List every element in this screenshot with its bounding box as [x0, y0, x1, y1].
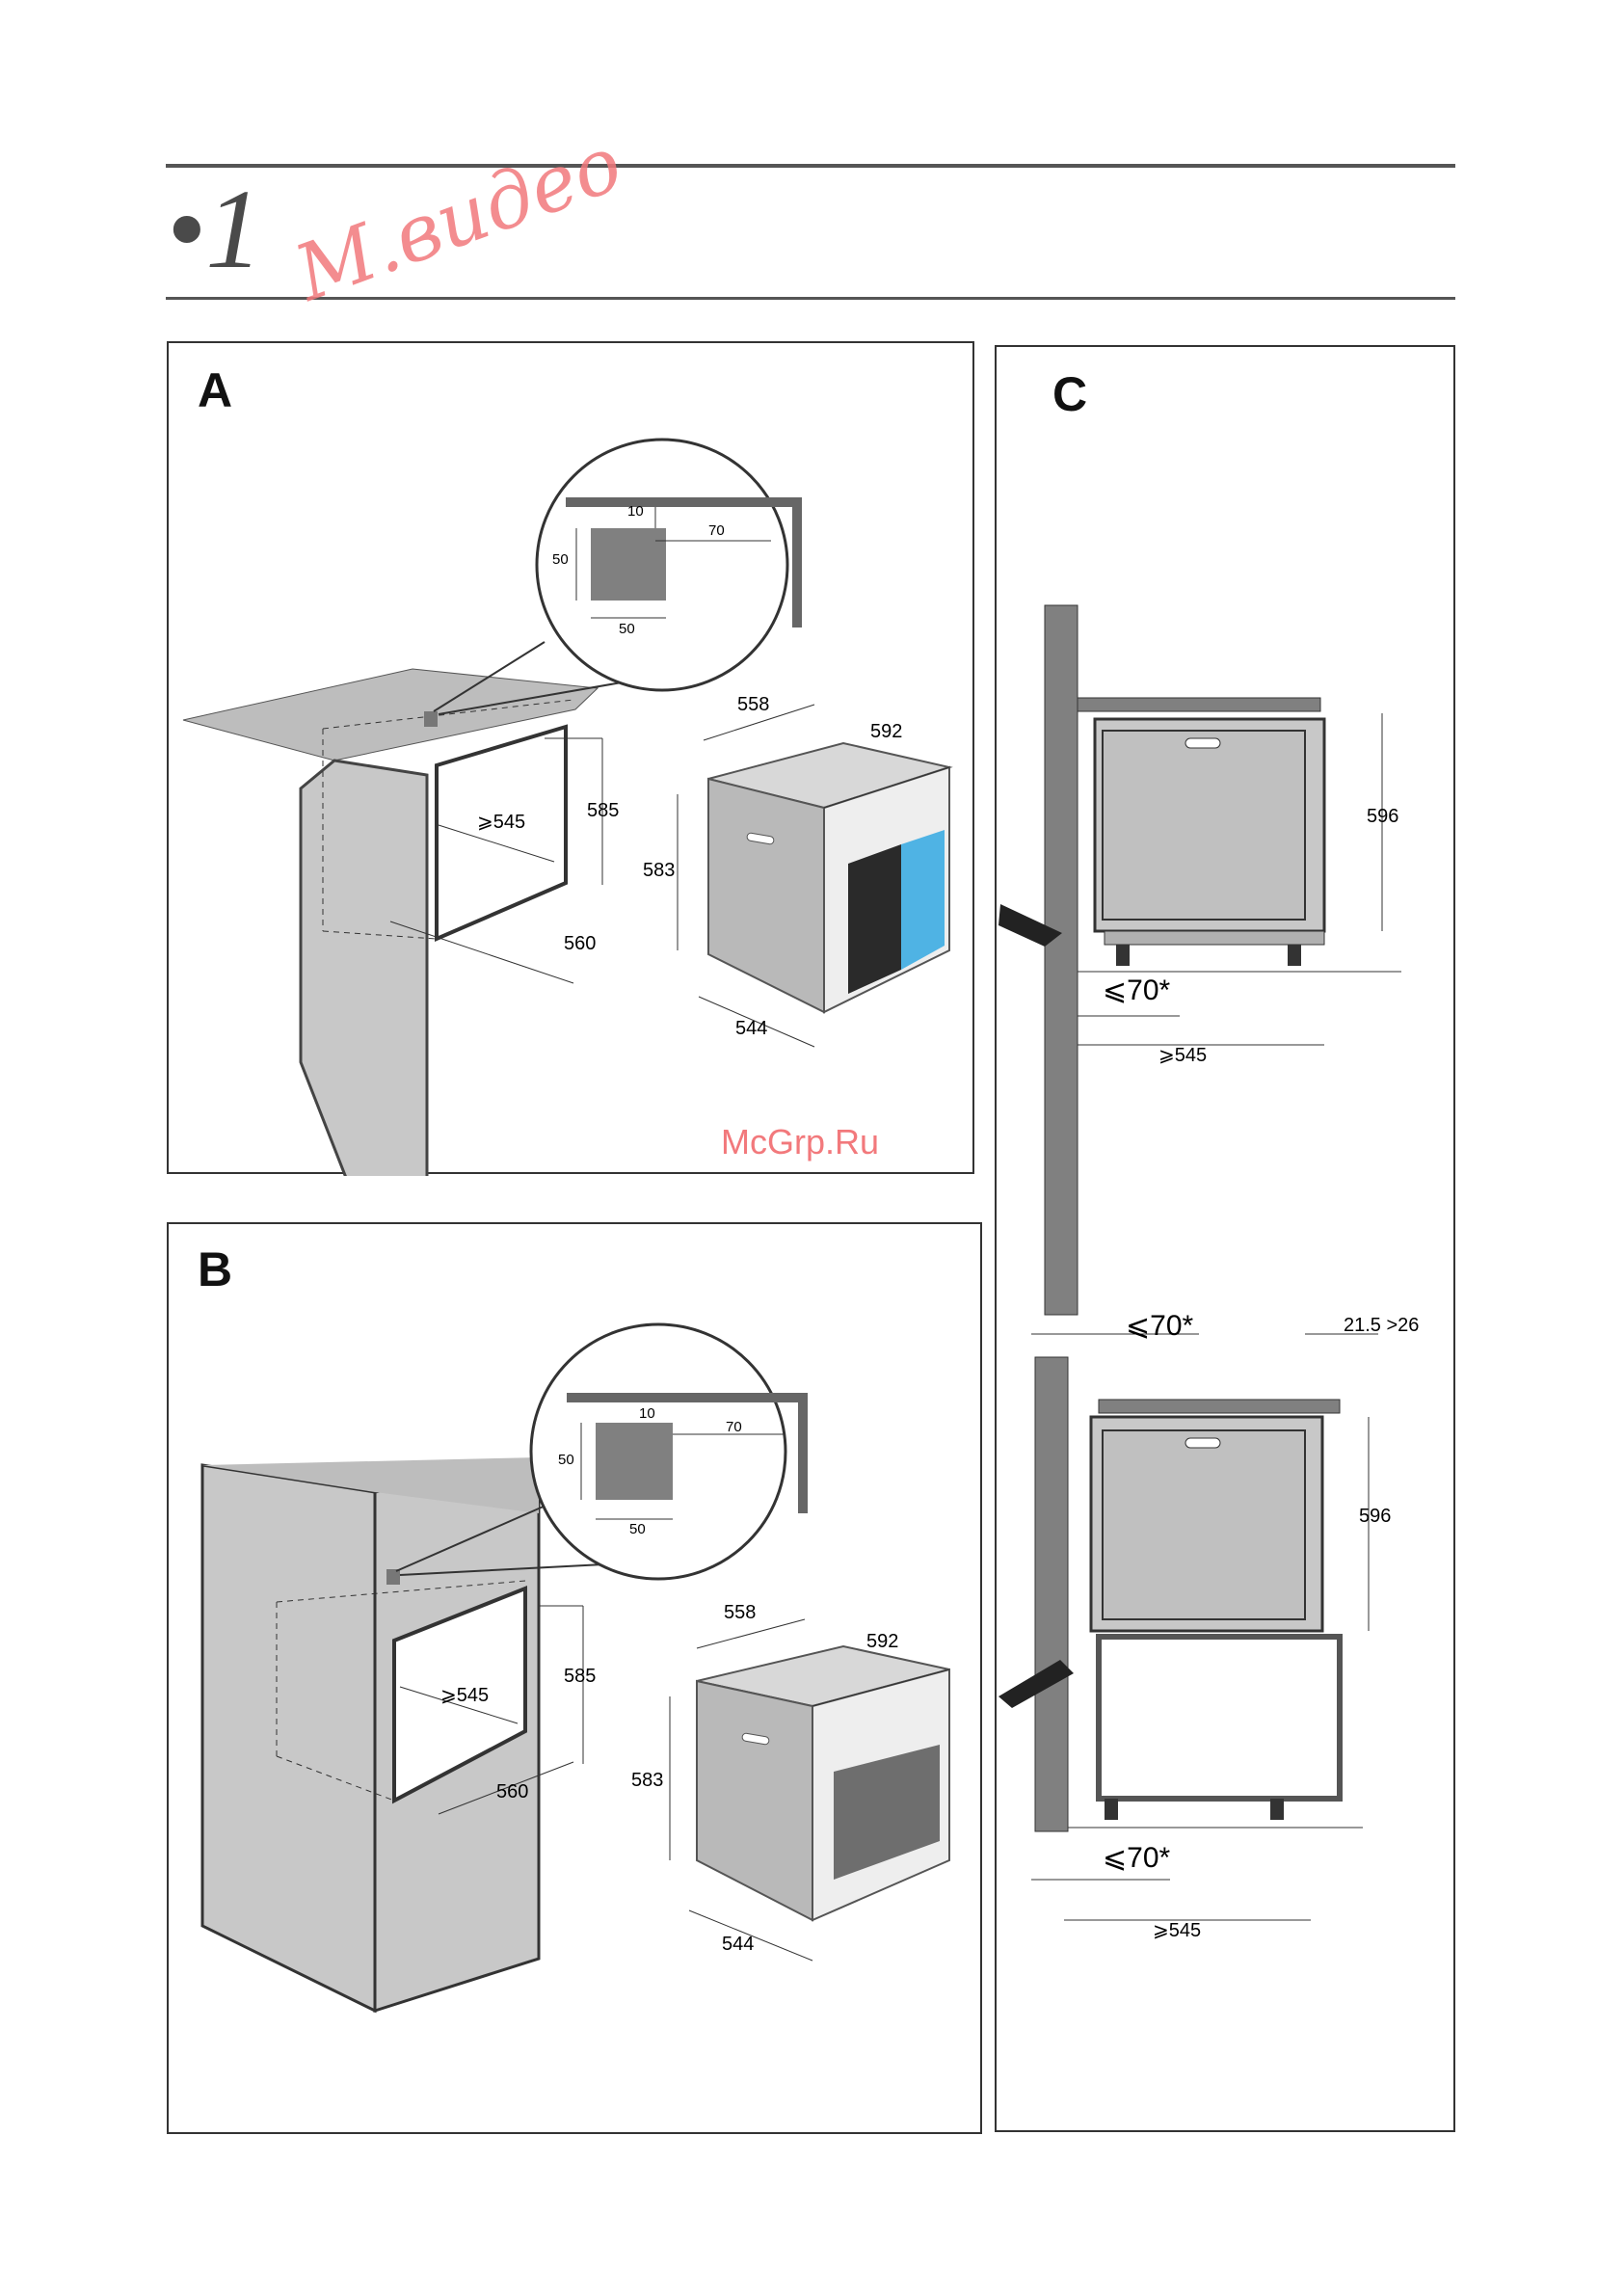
- wall-top: [1045, 605, 1078, 1315]
- section-number: •1: [166, 162, 262, 297]
- a-niche-height: 585: [587, 800, 619, 822]
- oven-side: [697, 1681, 812, 1920]
- vent-block: [424, 711, 438, 727]
- panel-c-diagram: [997, 347, 1457, 2134]
- wall-bottom: [1035, 1357, 1068, 1831]
- detail-vent: [596, 1423, 673, 1500]
- cabinet-side: [301, 761, 427, 1176]
- b-detail-side-gap: 70: [726, 1419, 742, 1435]
- vent-block: [386, 1569, 400, 1585]
- oven-side: [708, 779, 824, 1012]
- oven-glass: [848, 844, 901, 994]
- c-bottom-clearance-bottom: ⩽70*: [1103, 1841, 1170, 1875]
- c-top-clearance: ⩽70*: [1103, 974, 1170, 1007]
- watermark-brand: М.видео: [284, 119, 633, 319]
- c-bottom-clearance-top: ⩽70*: [1126, 1309, 1193, 1343]
- a-niche-depth: ⩾545: [477, 810, 525, 834]
- b-oven-body-width: 544: [722, 1934, 754, 1956]
- panel-c: C ⩽70* 596 ⩾545 ⩽70* 21.5 >26 59: [995, 345, 1455, 2132]
- a-oven-width: 592: [870, 721, 902, 743]
- c-bottom-offset: 21.5 >26: [1344, 1315, 1419, 1337]
- c-bottom-height: 596: [1359, 1506, 1391, 1528]
- oven-door-top: [1103, 731, 1305, 920]
- c-top-depth: ⩾545: [1158, 1043, 1207, 1067]
- b-niche-depth: ⩾545: [440, 1683, 489, 1707]
- a-niche-width: 560: [564, 933, 596, 955]
- b-oven-depth: 558: [724, 1602, 756, 1624]
- a-detail-width: 50: [619, 621, 635, 637]
- tall-cabinet-left: [202, 1465, 375, 2011]
- detail-vent: [591, 528, 666, 601]
- oven-door-bottom: [1103, 1430, 1305, 1619]
- b-niche-height: 585: [564, 1666, 596, 1688]
- b-oven-height: 583: [631, 1770, 663, 1792]
- cabinet-shelf: [1099, 1400, 1340, 1413]
- panel-a: A: [167, 341, 974, 1174]
- panel-a-diagram: [169, 343, 976, 1176]
- oven-handle-top: [1185, 738, 1220, 748]
- watermark-site: McGrp.Ru: [721, 1122, 879, 1162]
- b-detail-height: 50: [558, 1452, 574, 1468]
- header-top-rule: [166, 164, 1455, 168]
- a-detail-top-gap: 10: [627, 503, 644, 520]
- b-detail-width: 50: [629, 1521, 646, 1537]
- b-oven-width: 592: [866, 1631, 898, 1653]
- cabinet-legs-frame: [1099, 1637, 1340, 1799]
- oven-plinth-top: [1105, 931, 1324, 945]
- panel-b: B 10 70 50 50: [167, 1222, 982, 2134]
- cabinet-top-shelf: [1078, 698, 1320, 711]
- a-oven-height: 583: [643, 860, 675, 882]
- a-oven-body-width: 544: [735, 1018, 767, 1040]
- b-detail-top-gap: 10: [639, 1405, 655, 1422]
- c-bottom-depth: ⩾545: [1153, 1918, 1201, 1942]
- a-detail-height: 50: [552, 551, 569, 568]
- oven-handle-bottom: [1185, 1438, 1220, 1448]
- a-detail-side-gap: 70: [708, 522, 725, 539]
- b-niche-width: 560: [496, 1781, 528, 1803]
- c-top-height: 596: [1367, 806, 1398, 828]
- a-oven-depth: 558: [737, 694, 769, 716]
- oven-color-panel: [901, 830, 945, 970]
